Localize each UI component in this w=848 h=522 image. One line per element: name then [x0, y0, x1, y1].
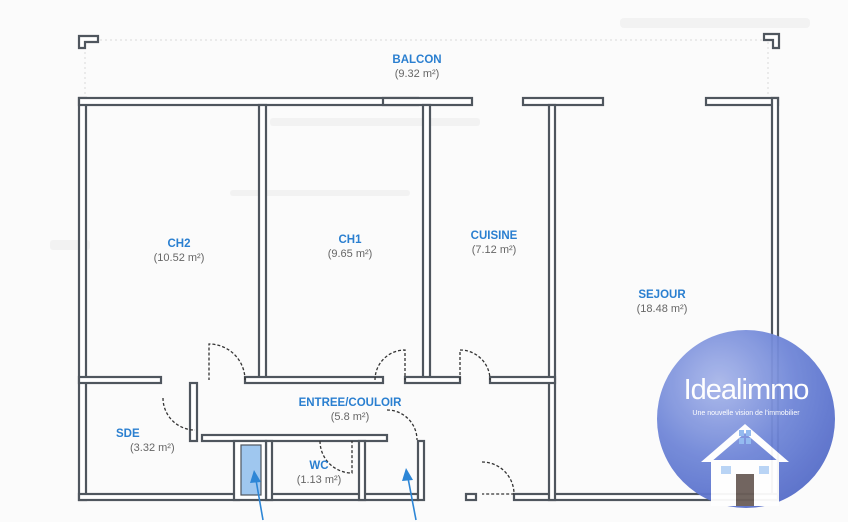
arrow-closet-head	[402, 468, 413, 481]
wall-cuisine-sejour	[547, 103, 557, 502]
room-name-balcon: BALCON	[392, 54, 442, 66]
wall-corridor-bottom	[200, 433, 389, 443]
entry-arrows	[250, 468, 417, 521]
wall-cuisine-bottom-right	[488, 375, 557, 385]
balcony-corner-right	[762, 32, 781, 50]
wall-ch1-cuisine	[421, 103, 432, 384]
room-name-ch1: CH1	[338, 234, 362, 246]
room-label-ch2: CH2 (10.52 m²)	[134, 237, 224, 265]
idealimmo-logo: Idealimmo Une nouvelle vision de l'immob…	[657, 330, 835, 508]
room-area-sejour: (18.48 m²)	[636, 303, 688, 315]
wall-ch2-ch1	[257, 103, 268, 384]
room-label-balcon: BALCON (9.32 m²)	[372, 53, 462, 81]
wall-wc-right	[357, 439, 367, 502]
door-wc	[319, 440, 353, 474]
room-area-ch1: (9.65 m²)	[327, 248, 373, 260]
room-area-ch2: (10.52 m²)	[153, 252, 205, 264]
room-area-cuisine: (7.12 m²)	[471, 244, 517, 256]
wall-left	[77, 96, 88, 502]
wall-bottom-door	[464, 492, 478, 502]
room-label-wc: WC (1.13 m²)	[284, 459, 354, 487]
door-cuisine	[459, 349, 491, 381]
wall-closet-right	[416, 439, 426, 502]
room-label-ch1: CH1 (9.65 m²)	[315, 233, 385, 261]
room-label-sejour: SEJOUR (18.48 m²)	[617, 288, 707, 316]
room-name-entree: ENTREE/COULOIR	[298, 397, 402, 409]
wall-ch1-bottom	[243, 375, 385, 385]
wall-top-kitchen	[521, 96, 605, 107]
wall-ch2-bottom	[77, 375, 163, 385]
room-area-balcon: (9.32 m²)	[394, 68, 440, 80]
wall-top-left	[77, 96, 420, 107]
room-area-entree: (5.8 m²)	[330, 411, 370, 423]
door-entry	[481, 461, 515, 495]
room-name-sde: SDE	[116, 428, 140, 440]
room-name-wc: WC	[309, 460, 329, 472]
balcony-corner-left	[77, 34, 100, 50]
room-label-sde: SDE (3.32 m²)	[116, 427, 206, 455]
door-swings	[162, 343, 515, 495]
room-label-cuisine: CUISINE (7.12 m²)	[449, 229, 539, 257]
wall-top-right	[704, 96, 780, 107]
wall-bottom-left	[77, 492, 241, 502]
door-ch1	[374, 349, 406, 381]
room-area-sde: (3.32 m²)	[130, 442, 175, 454]
logo-title: Idealimmo	[683, 374, 810, 406]
room-name-sejour: SEJOUR	[638, 289, 686, 301]
wall-cuisine-bottom-left	[403, 375, 462, 385]
wall-bottom-mid	[266, 492, 420, 502]
arrow-duct-head	[250, 470, 261, 483]
logo-tagline: Une nouvelle vision de l'immobilier	[692, 410, 800, 417]
door-sde	[162, 397, 196, 431]
room-name-cuisine: CUISINE	[470, 230, 518, 242]
house-icon	[701, 424, 789, 506]
room-label-entree: ENTREE/COULOIR (5.8 m²)	[290, 396, 410, 424]
door-closet	[386, 409, 418, 441]
room-area-wc: (1.13 m²)	[296, 474, 342, 486]
arrow-closet-line	[407, 477, 417, 521]
balcony-outline	[77, 32, 781, 98]
room-name-ch2: CH2	[167, 238, 191, 250]
wall-sde-right	[188, 381, 199, 443]
arrow-duct-line	[255, 479, 264, 521]
door-ch2	[208, 343, 246, 381]
